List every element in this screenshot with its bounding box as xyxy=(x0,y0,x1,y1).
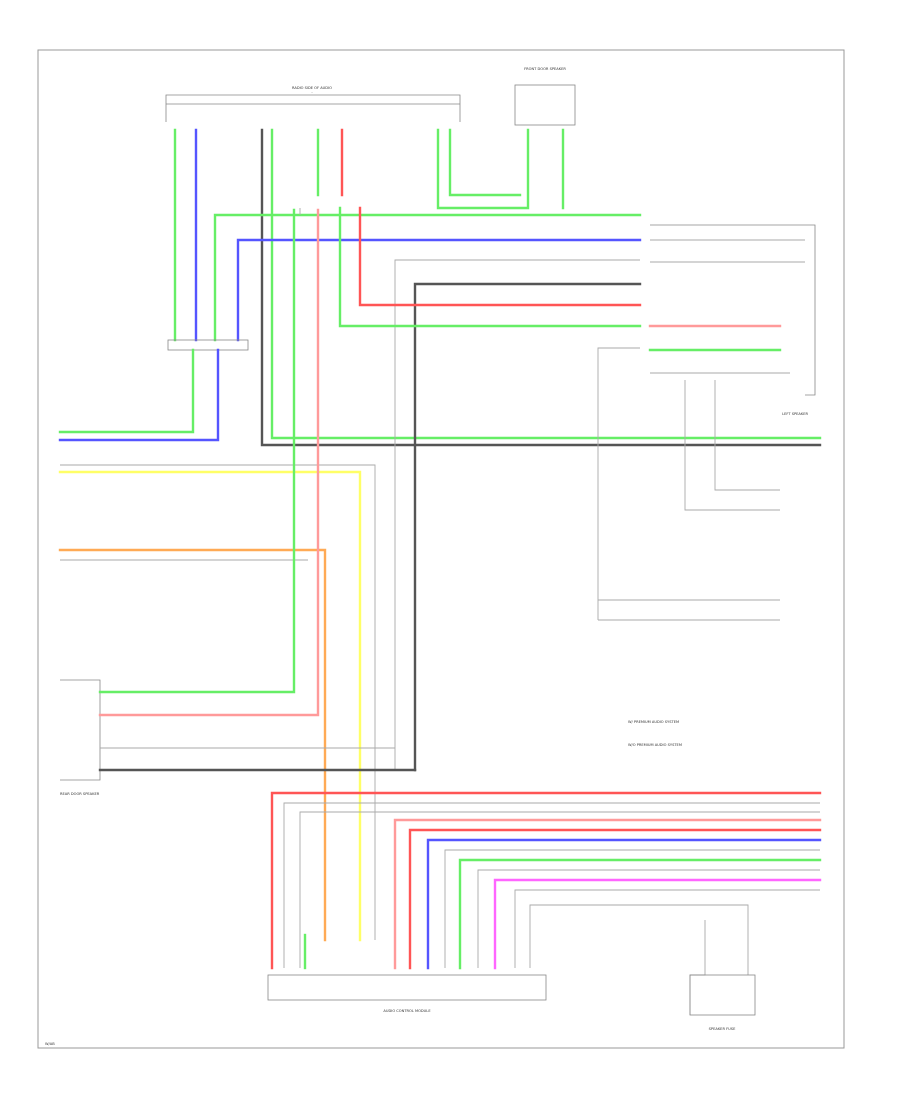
wire-violet-b1 xyxy=(493,878,822,970)
wire-gray-r1 xyxy=(714,380,780,491)
wire-red-h1 xyxy=(358,206,642,307)
wire-gray-h2 xyxy=(597,347,640,620)
wire-black-b1 xyxy=(529,904,749,975)
audio-control-module: AUDIO CONTROL MODULE xyxy=(267,974,547,1013)
wire-black-1 xyxy=(260,128,822,447)
left-speaker: LEFT SPEAKER xyxy=(648,224,816,416)
wire-white-b1 xyxy=(283,802,820,968)
wire-gray-b2 xyxy=(477,869,820,968)
svg-text:-: - xyxy=(311,90,313,94)
footer-code: W/AB xyxy=(45,1042,55,1046)
audio-control-module-label: AUDIO CONTROL MODULE xyxy=(383,1009,431,1013)
legend: W/ PREMIUM AUDIO SYSTEM W/O PREMIUM AUDI… xyxy=(628,720,682,747)
wire-green-h1 xyxy=(213,213,642,342)
radio-connector-label: RADIO SIDE OF AUDIO xyxy=(292,86,332,90)
front-door-speaker-label: FRONT DOOR SPEAKER xyxy=(524,67,566,71)
speaker-fuse-label: SPEAKER FUSE xyxy=(709,1027,736,1031)
legend-item-2: W/O PREMIUM AUDIO SYSTEM xyxy=(628,743,682,747)
speaker-fuse: SPEAKER FUSE xyxy=(689,920,756,1031)
wire-red-b1 xyxy=(270,791,822,970)
front-door-speaker: FRONT DOOR SPEAKER xyxy=(514,67,576,126)
wire-yellow-l1 xyxy=(58,470,362,942)
wire-gray-r2 xyxy=(684,380,780,511)
wire-gray-b3 xyxy=(514,889,820,968)
wire-blue-b1 xyxy=(426,838,822,970)
wire-green-b1 xyxy=(458,858,822,970)
wire-orange-l1 xyxy=(58,548,327,942)
wire-black-h1 xyxy=(413,282,642,772)
wire-white-l1 xyxy=(60,464,376,940)
left-speaker-label: LEFT SPEAKER xyxy=(782,412,808,416)
wire-green-4 xyxy=(436,128,530,210)
wire-blue-h1 xyxy=(236,238,642,342)
wire-green-l1 xyxy=(58,348,195,434)
wire-red-b2 xyxy=(393,818,822,970)
wire-green-h2 xyxy=(338,206,642,328)
wire-green-2 xyxy=(270,128,822,440)
rear-door-speaker-label: REAR DOOR SPEAKER xyxy=(60,792,100,796)
wire-white-h1 xyxy=(394,259,640,770)
splice-box xyxy=(167,339,249,351)
wire-green-5 xyxy=(448,128,522,197)
radio-connector: RADIO SIDE OF AUDIO - xyxy=(165,86,461,122)
wire-pink-b1 xyxy=(299,811,820,968)
wire-gray-b1 xyxy=(444,849,820,968)
wire-red-b3 xyxy=(408,828,822,970)
wire-blue-l1 xyxy=(58,348,220,442)
rear-door-speaker: REAR DOOR SPEAKER xyxy=(60,208,417,796)
diagram-frame xyxy=(37,49,845,1049)
legend-item-1: W/ PREMIUM AUDIO SYSTEM xyxy=(628,720,679,724)
